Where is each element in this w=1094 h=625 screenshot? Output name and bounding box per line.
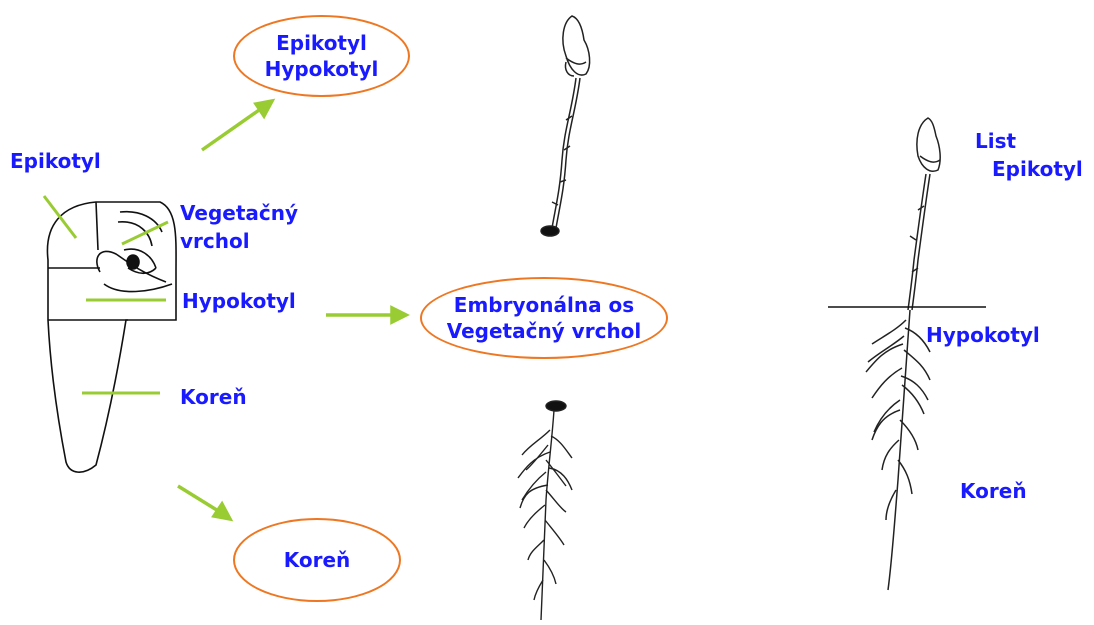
oval-koren: Koreň <box>233 518 401 602</box>
oval-bottom-line1: Koreň <box>284 547 351 573</box>
oval-middle-line1: Embryonálna os <box>454 292 634 318</box>
label-list: List <box>975 128 1016 154</box>
arrow-down-right <box>178 486 230 519</box>
seed-pointer-lines <box>44 196 168 393</box>
label-epikotyl-seedling: Epikotyl <box>992 156 1083 182</box>
label-vegetacny-vrchol-line2: vrchol <box>180 228 250 254</box>
oval-top-line1: Epikotyl <box>276 30 367 56</box>
label-vegetacny-vrchol-line1: Vegetačný <box>180 200 298 226</box>
label-epikotyl-seed: Epikotyl <box>10 148 101 174</box>
label-hypokotyl-seed: Hypokotyl <box>182 288 296 314</box>
middle-root-drawing <box>518 401 572 620</box>
oval-middle-line2: Vegetačný vrchol <box>447 318 642 344</box>
oval-embryonalna-os: Embryonálna os Vegetačný vrchol <box>420 277 668 359</box>
seed-embryo-drawing <box>47 202 176 472</box>
label-koren-seedling: Koreň <box>960 478 1027 504</box>
label-koren-seed: Koreň <box>180 384 247 410</box>
middle-shoot-drawing <box>541 16 590 236</box>
arrow-right <box>326 308 406 322</box>
arrow-up-right <box>202 101 272 150</box>
oval-epikotyl-hypokotyl: Epikotyl Hypokotyl <box>233 15 410 97</box>
right-seedling-drawing <box>866 118 940 590</box>
label-hypokotyl-seedling: Hypokotyl <box>926 322 1040 348</box>
oval-top-line2: Hypokotyl <box>265 56 379 82</box>
